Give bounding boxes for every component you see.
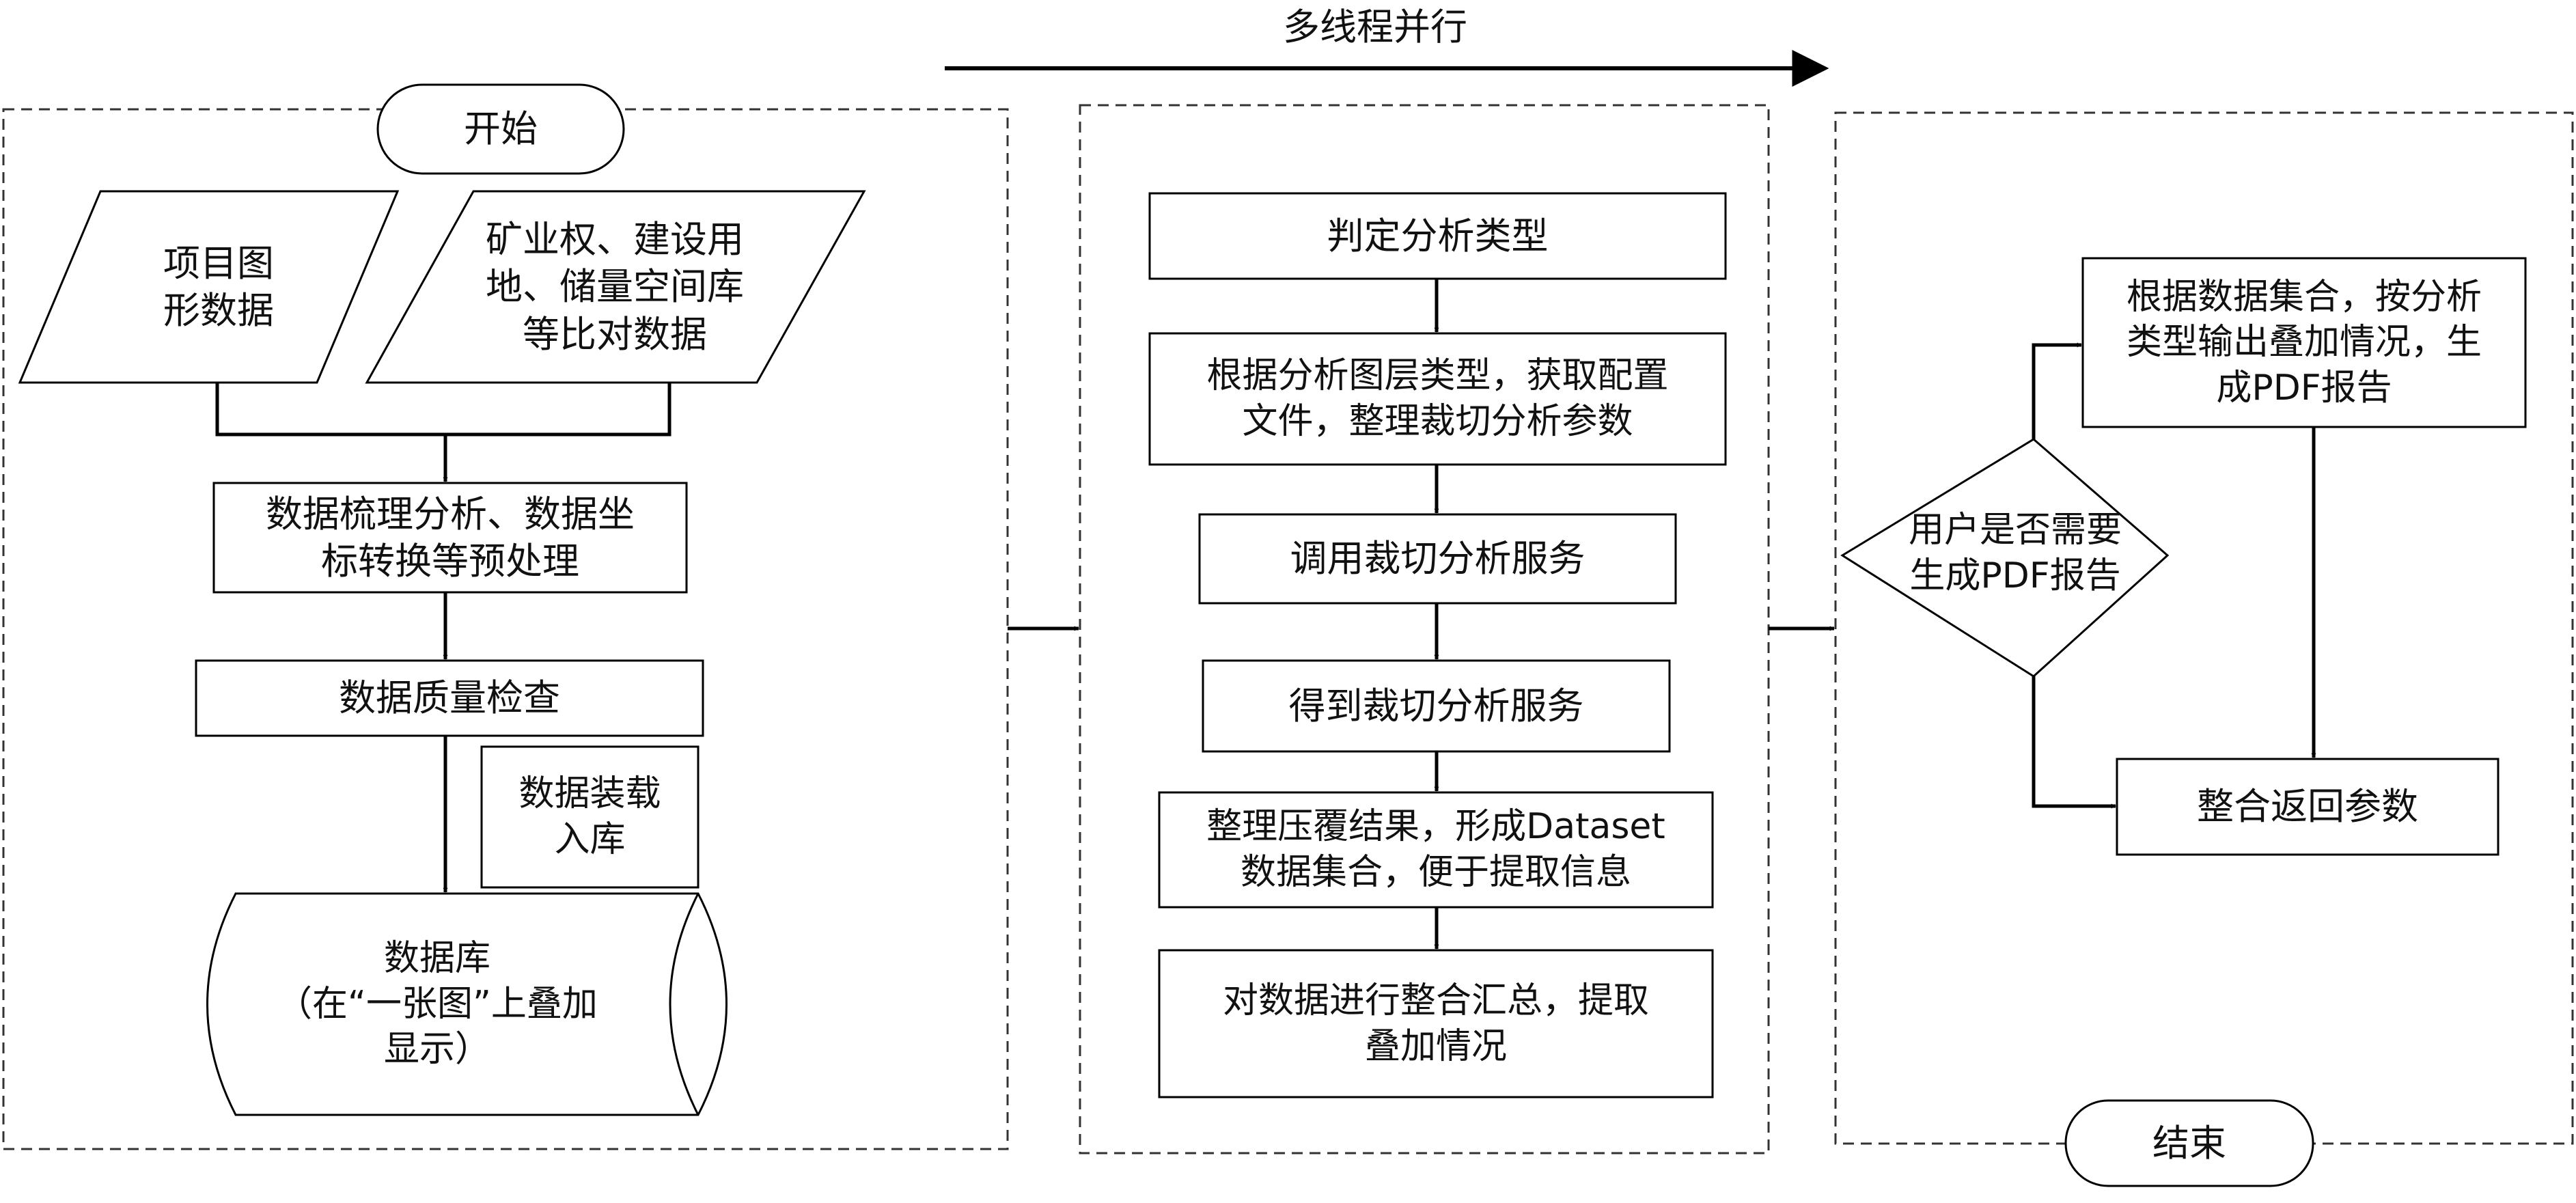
summarize-label: 对数据进行整合汇总，提取 叠加情况 [1159, 950, 1713, 1097]
get-service-box [1202, 659, 1671, 753]
end-label: 结束 [2152, 1121, 2226, 1165]
start-label: 开始 [464, 107, 538, 151]
project-data-parallelogram [18, 190, 400, 384]
get-config-line-1: 根据分析图层类型，获取配置 [1206, 355, 1669, 397]
generate-pdf-line-1: 根据数据集合，按分析 [2126, 276, 2482, 318]
get-service-label: 得到裁切分析服务 [1288, 684, 1584, 728]
end-terminal [2064, 1099, 2314, 1187]
database-label: 数据库 （在“一张图”上叠加 显示） [225, 902, 649, 1107]
load-line-2: 入库 [554, 819, 626, 860]
determine-type-label: 判定分析类型 [1327, 214, 1549, 258]
compare-data-label: 矿业权、建设用 地、储量空间库 等比对数据 [437, 198, 792, 376]
database-cylinder-edge [669, 893, 700, 1116]
organize-result-line-1: 整理压覆结果，形成Dataset [1206, 806, 1665, 848]
compare-data-parallelogram [365, 190, 866, 384]
preprocess-line-1: 数据梳理分析、数据坐 [266, 492, 635, 536]
compare-data-line-3: 等比对数据 [523, 312, 707, 356]
get-config-box [1148, 332, 1727, 466]
load-label: 数据装载 入库 [482, 747, 698, 887]
arrow-decision-yes [2032, 342, 2082, 439]
need-pdf-line-1: 用户是否需要 [1908, 510, 2122, 551]
organize-result-box [1158, 791, 1714, 909]
preprocess-line-2: 标转换等预处理 [321, 540, 579, 583]
project-data-line-2: 形数据 [163, 289, 274, 332]
organize-result-label: 整理压覆结果，形成Dataset 数据集合，便于提取信息 [1159, 792, 1713, 907]
database-line-3: 显示） [383, 1029, 490, 1070]
return-params-box [2116, 758, 2499, 856]
connector-project-data [215, 383, 445, 437]
quality-check-box [195, 659, 704, 737]
summarize-line-2: 叠加情况 [1364, 1025, 1507, 1067]
compare-data-line-1: 矿业权、建设用 [486, 218, 744, 262]
connector-compare-data [445, 383, 671, 437]
load-box [480, 745, 700, 889]
project-data-line-1: 项目图 [163, 241, 274, 285]
generate-pdf-line-3: 成PDF报告 [2216, 367, 2392, 409]
preprocess-box [212, 482, 688, 594]
load-line-1: 数据装载 [518, 773, 661, 815]
database-line-1: 数据库 [383, 938, 490, 980]
generate-pdf-box [2081, 257, 2527, 428]
parallel-label: 多线程并行 [1283, 5, 1467, 49]
summarize-line-1: 对数据进行整合汇总，提取 [1222, 980, 1649, 1021]
need-pdf-line-2: 生成PDF报告 [1909, 555, 2121, 596]
project-data-label: 项目图 形数据 [102, 205, 335, 369]
quality-check-label: 数据质量检查 [339, 676, 560, 720]
compare-data-line-2: 地、储量空间库 [486, 265, 744, 309]
call-service-box [1198, 513, 1677, 605]
arrow-decision-no [2032, 676, 2116, 809]
determine-type-box [1148, 192, 1727, 280]
need-pdf-label: 用户是否需要 生成PDF报告 [1872, 478, 2159, 628]
call-service-label: 调用裁切分析服务 [1290, 537, 1585, 581]
summarize-box [1158, 949, 1714, 1098]
preprocess-label: 数据梳理分析、数据坐 标转换等预处理 [214, 483, 687, 592]
get-config-line-2: 文件，整理裁切分析参数 [1242, 401, 1633, 442]
start-terminal [376, 83, 625, 175]
database-line-2: （在“一张图”上叠加 [277, 983, 598, 1025]
get-config-label: 根据分析图层类型，获取配置 文件，整理裁切分析参数 [1150, 333, 1726, 465]
organize-result-line-2: 数据集合，便于提取信息 [1240, 852, 1631, 893]
generate-pdf-line-2: 类型输出叠加情况，生 [2126, 322, 2482, 363]
return-params-label: 整合返回参数 [2197, 785, 2418, 829]
generate-pdf-label: 根据数据集合，按分析 类型输出叠加情况，生 成PDF报告 [2083, 258, 2525, 427]
